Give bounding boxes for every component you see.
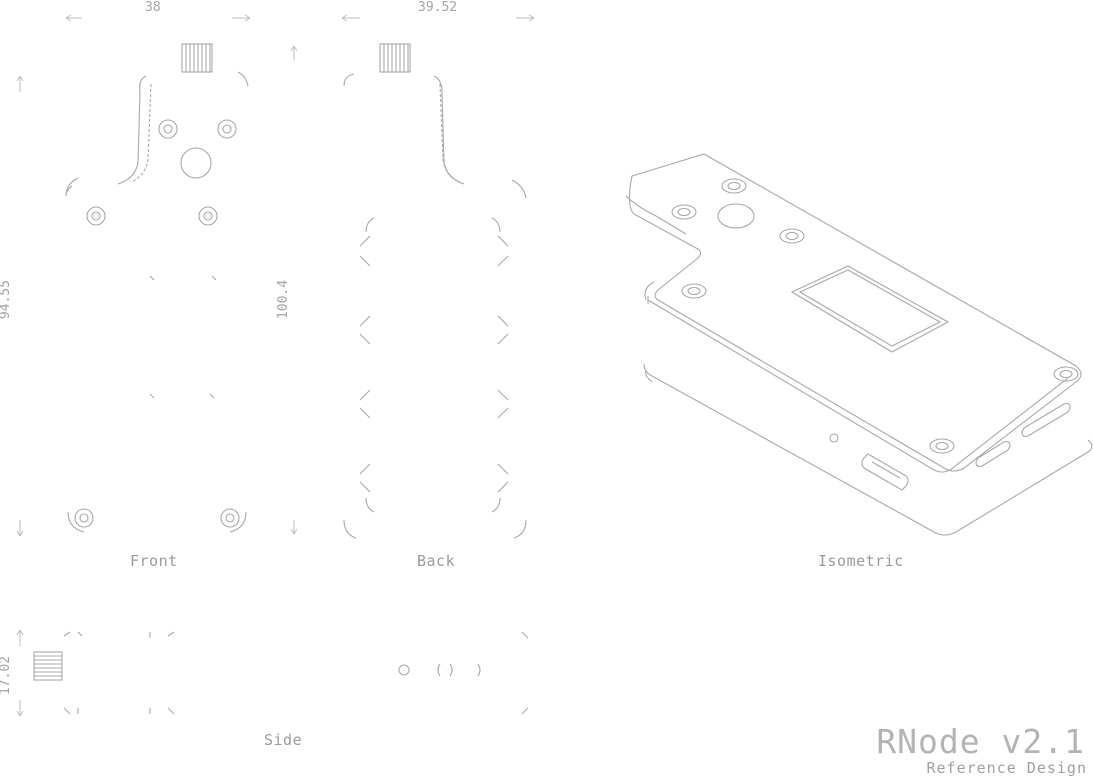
antenna-connector xyxy=(33,651,63,681)
antenna-connector xyxy=(181,43,213,73)
isometric-view-label: Isometric xyxy=(818,552,904,570)
side-view-label: Side xyxy=(264,731,303,749)
led-indicator xyxy=(829,433,839,443)
screw-head xyxy=(671,204,697,220)
drawing-title: RNode v2.1 xyxy=(876,722,1085,761)
inner-height-dimension: 100.4 xyxy=(276,279,292,320)
usb-port xyxy=(861,453,909,491)
front-view xyxy=(16,14,298,537)
front-height-dimension: 94.55 xyxy=(0,279,14,320)
isometric-view xyxy=(625,153,1093,536)
screw-head xyxy=(1053,366,1079,382)
button-hole xyxy=(180,147,212,179)
screw-head xyxy=(929,438,955,454)
screw-head xyxy=(779,228,805,244)
screw-hole xyxy=(220,508,247,533)
back-width-dimension: 39.52 xyxy=(418,0,458,15)
screw-head xyxy=(681,283,707,299)
screw-head xyxy=(721,178,747,194)
antenna-connector xyxy=(379,43,411,73)
drawing-subtitle: Reference Design xyxy=(926,759,1087,777)
display-window xyxy=(790,265,950,353)
screw-hole xyxy=(67,508,94,533)
front-view-label: Front xyxy=(130,552,178,570)
screw-hole xyxy=(217,119,237,139)
screw-hole xyxy=(86,206,106,226)
side-view xyxy=(16,629,529,717)
button-hole xyxy=(717,203,755,229)
screw-hole xyxy=(158,119,178,139)
back-view-label: Back xyxy=(417,552,456,570)
front-width-dimension: 38 xyxy=(145,0,161,15)
back-view xyxy=(341,14,535,539)
screw-hole xyxy=(198,206,218,226)
side-height-dimension: 17.02 xyxy=(0,655,14,696)
